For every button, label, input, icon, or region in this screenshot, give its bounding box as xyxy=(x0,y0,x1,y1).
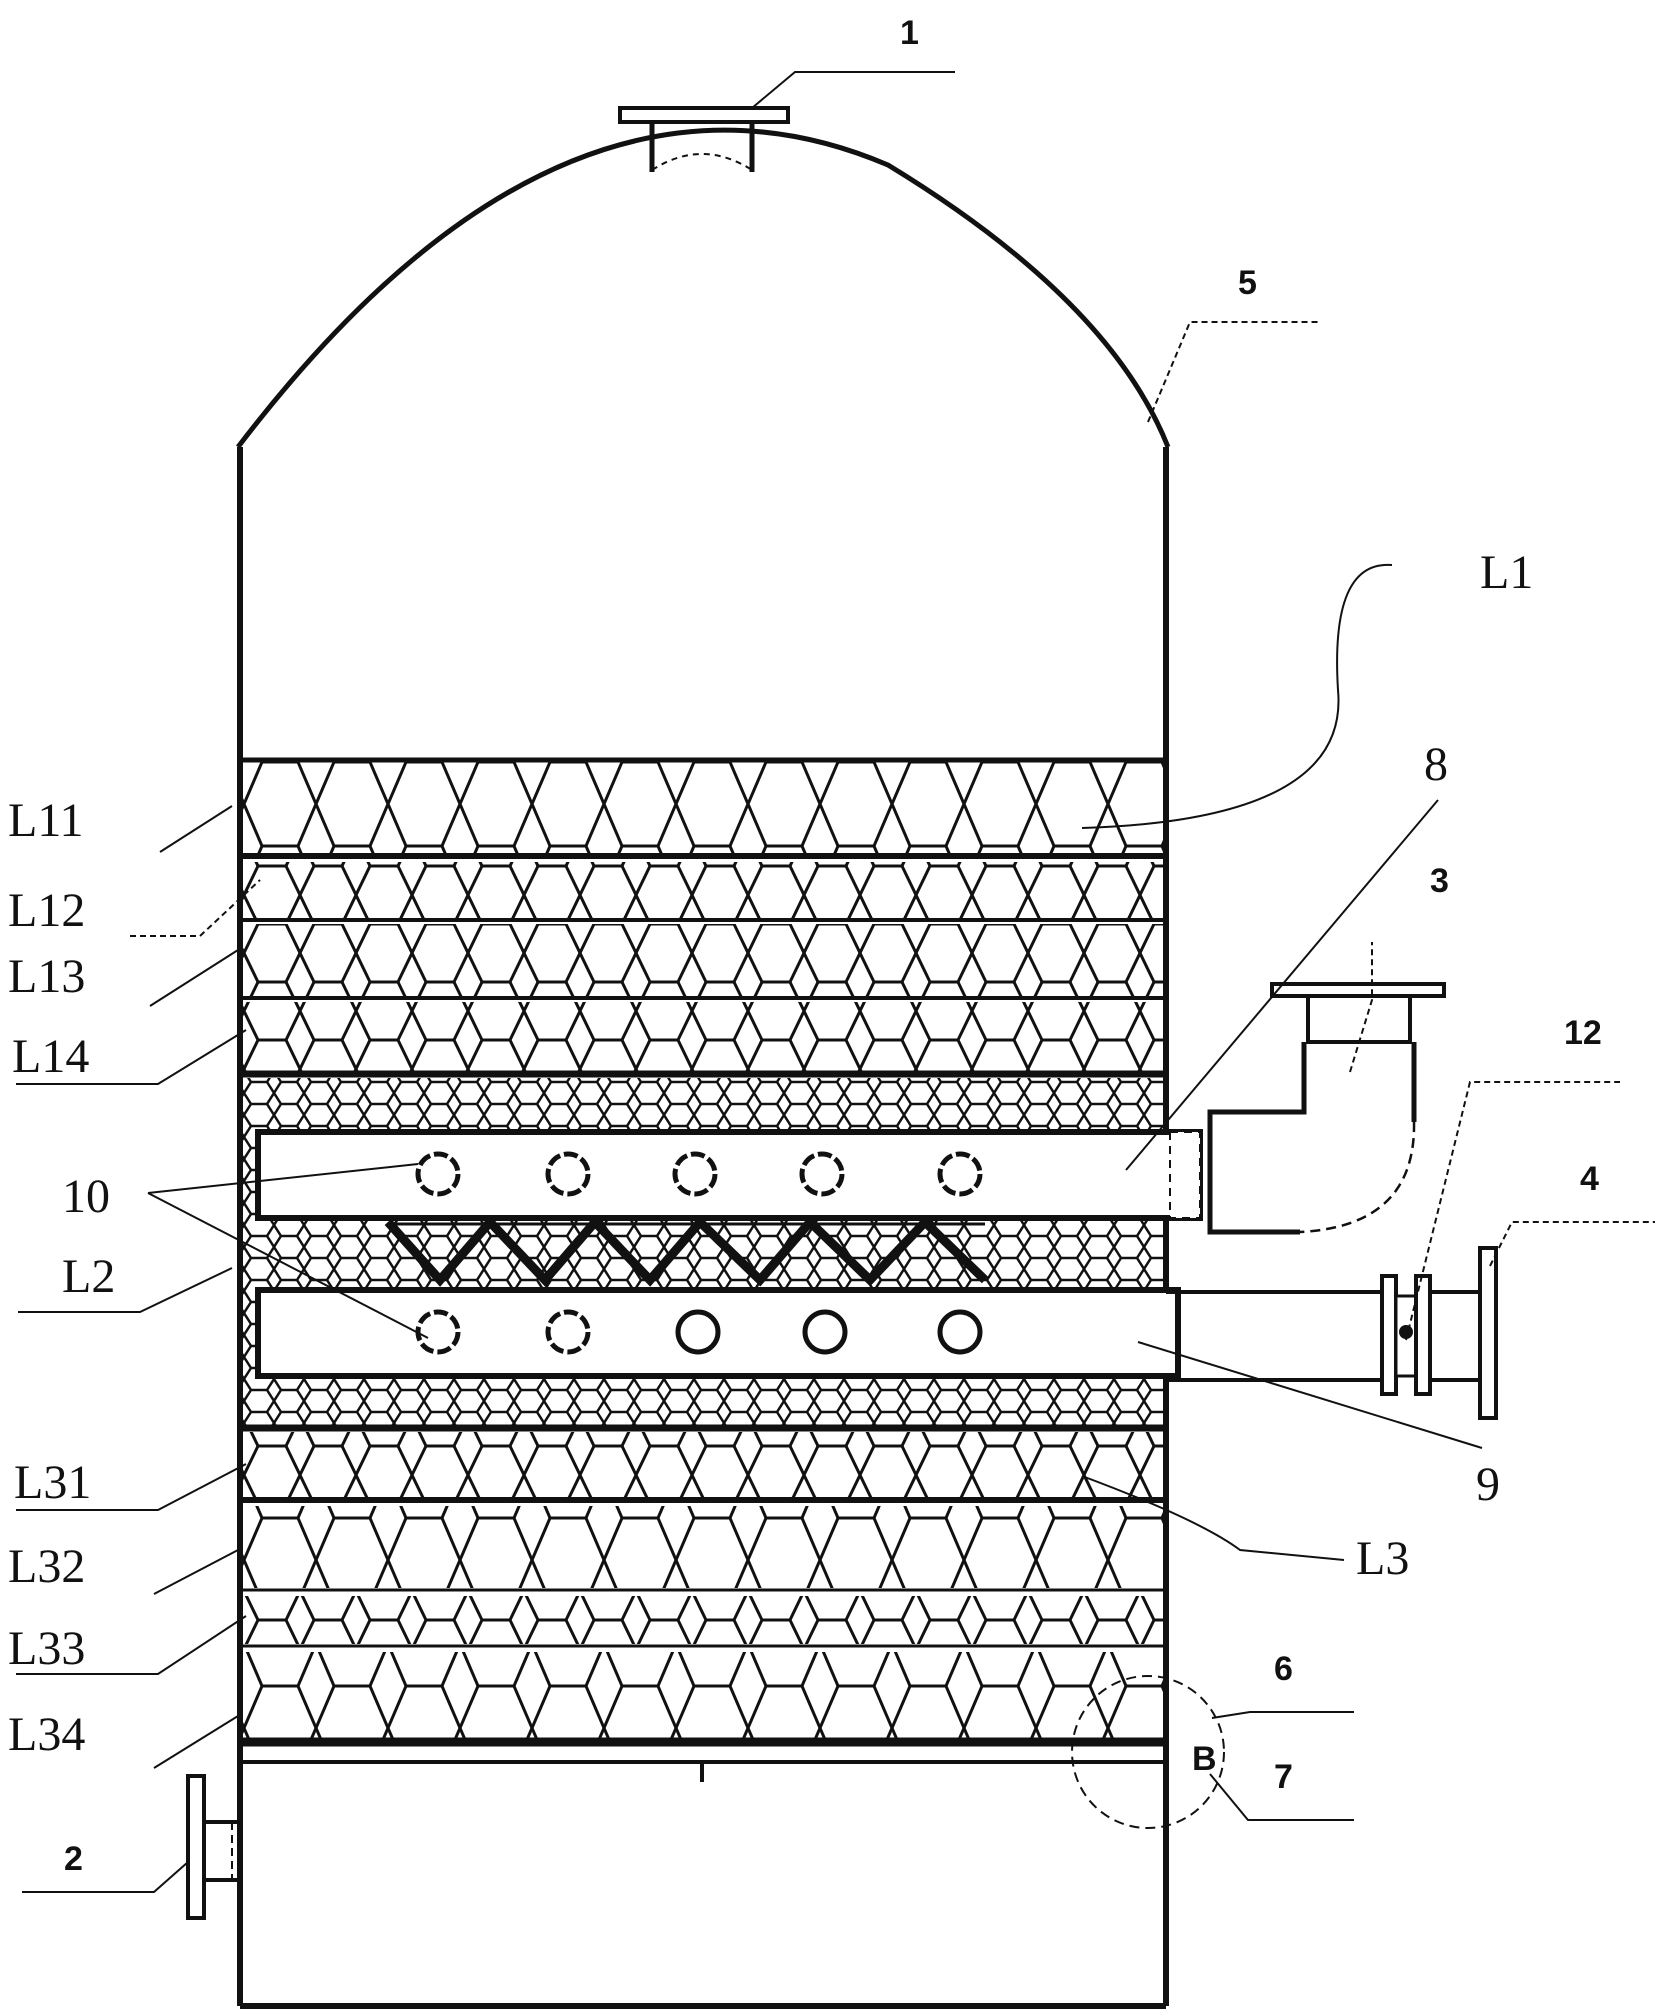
label-L34: L34 xyxy=(8,1708,85,1761)
callout-2: 2 xyxy=(64,1840,83,1878)
upper-packing xyxy=(240,757,1166,1078)
callout-labels: 1 5 8 3 12 4 10 9 6 7 B 2 xyxy=(62,14,1602,1878)
label-L12: L12 xyxy=(8,884,85,937)
label-L32: L32 xyxy=(8,1540,85,1593)
layer-L13 xyxy=(243,924,1163,996)
layer-L11 xyxy=(243,762,1163,854)
label-L14: L14 xyxy=(12,1030,89,1083)
lower-packing xyxy=(240,1424,1166,1782)
callout-1: 1 xyxy=(900,14,919,52)
label-L3: L3 xyxy=(1356,1532,1409,1585)
callout-3: 3 xyxy=(1430,862,1449,900)
label-L13: L13 xyxy=(8,950,85,1003)
truss-support xyxy=(384,1215,989,1287)
callout-9: 9 xyxy=(1476,1458,1500,1511)
callout-12: 12 xyxy=(1564,1014,1602,1052)
callout-7: 7 xyxy=(1274,1758,1293,1796)
callout-10: 10 xyxy=(62,1170,110,1223)
holes-upper xyxy=(415,1151,983,1197)
layer-L32 xyxy=(243,1506,1163,1588)
holes-lower xyxy=(415,1309,983,1355)
callout-4: 4 xyxy=(1580,1160,1599,1198)
elbow-outlet-3 xyxy=(1207,982,1446,1235)
layer-labels: L1 L11 L12 L13 L14 L2 L31 L32 L33 L34 L3 xyxy=(8,546,1533,1761)
callout-b: B xyxy=(1192,1740,1217,1778)
leader-lines xyxy=(16,71,1655,1893)
pipe-8 xyxy=(255,1129,1203,1221)
label-L2: L2 xyxy=(62,1250,115,1303)
layer-L12 xyxy=(243,862,1163,918)
layer-L34 xyxy=(243,1652,1163,1740)
label-L1: L1 xyxy=(1480,546,1533,599)
layer-L33 xyxy=(243,1596,1163,1644)
bottom-nozzle xyxy=(186,1774,240,1920)
top-nozzle xyxy=(618,106,790,172)
label-L31: L31 xyxy=(14,1456,91,1509)
dome-top xyxy=(236,127,1171,449)
callout-8: 8 xyxy=(1424,738,1448,791)
side-pipe-4 xyxy=(1166,1246,1498,1420)
layer-L14 xyxy=(243,1002,1163,1072)
callout-6: 6 xyxy=(1274,1650,1293,1688)
label-L33: L33 xyxy=(8,1622,85,1675)
layer-L31 xyxy=(243,1432,1163,1498)
callout-5: 5 xyxy=(1238,264,1257,302)
label-L11: L11 xyxy=(8,794,84,847)
detail-b-circle xyxy=(1071,1675,1225,1829)
